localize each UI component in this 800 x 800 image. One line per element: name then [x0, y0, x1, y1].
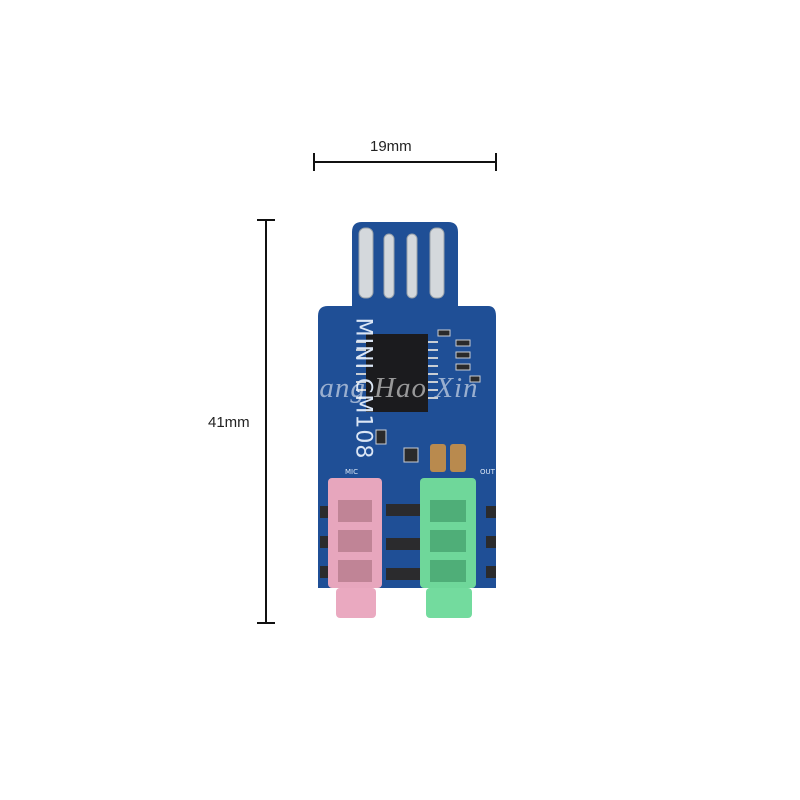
out-jack — [420, 478, 476, 618]
header-pins — [320, 504, 496, 580]
width-dimension-label: 19mm — [370, 138, 412, 155]
cm108-chip — [356, 334, 438, 412]
pcb-board — [318, 222, 496, 618]
smd-components — [375, 329, 481, 463]
watermark-text: Chuang Hao Xin — [268, 372, 479, 404]
mic-silkscreen-label: MIC — [345, 468, 358, 476]
width-dimension-line — [313, 153, 497, 171]
height-dimension-label: 41mm — [208, 414, 250, 431]
usb-contacts — [358, 227, 445, 299]
mic-jack — [328, 478, 382, 618]
height-dimension-line — [257, 219, 275, 624]
capacitors — [430, 444, 466, 472]
out-silkscreen-label: OUT — [480, 468, 495, 476]
